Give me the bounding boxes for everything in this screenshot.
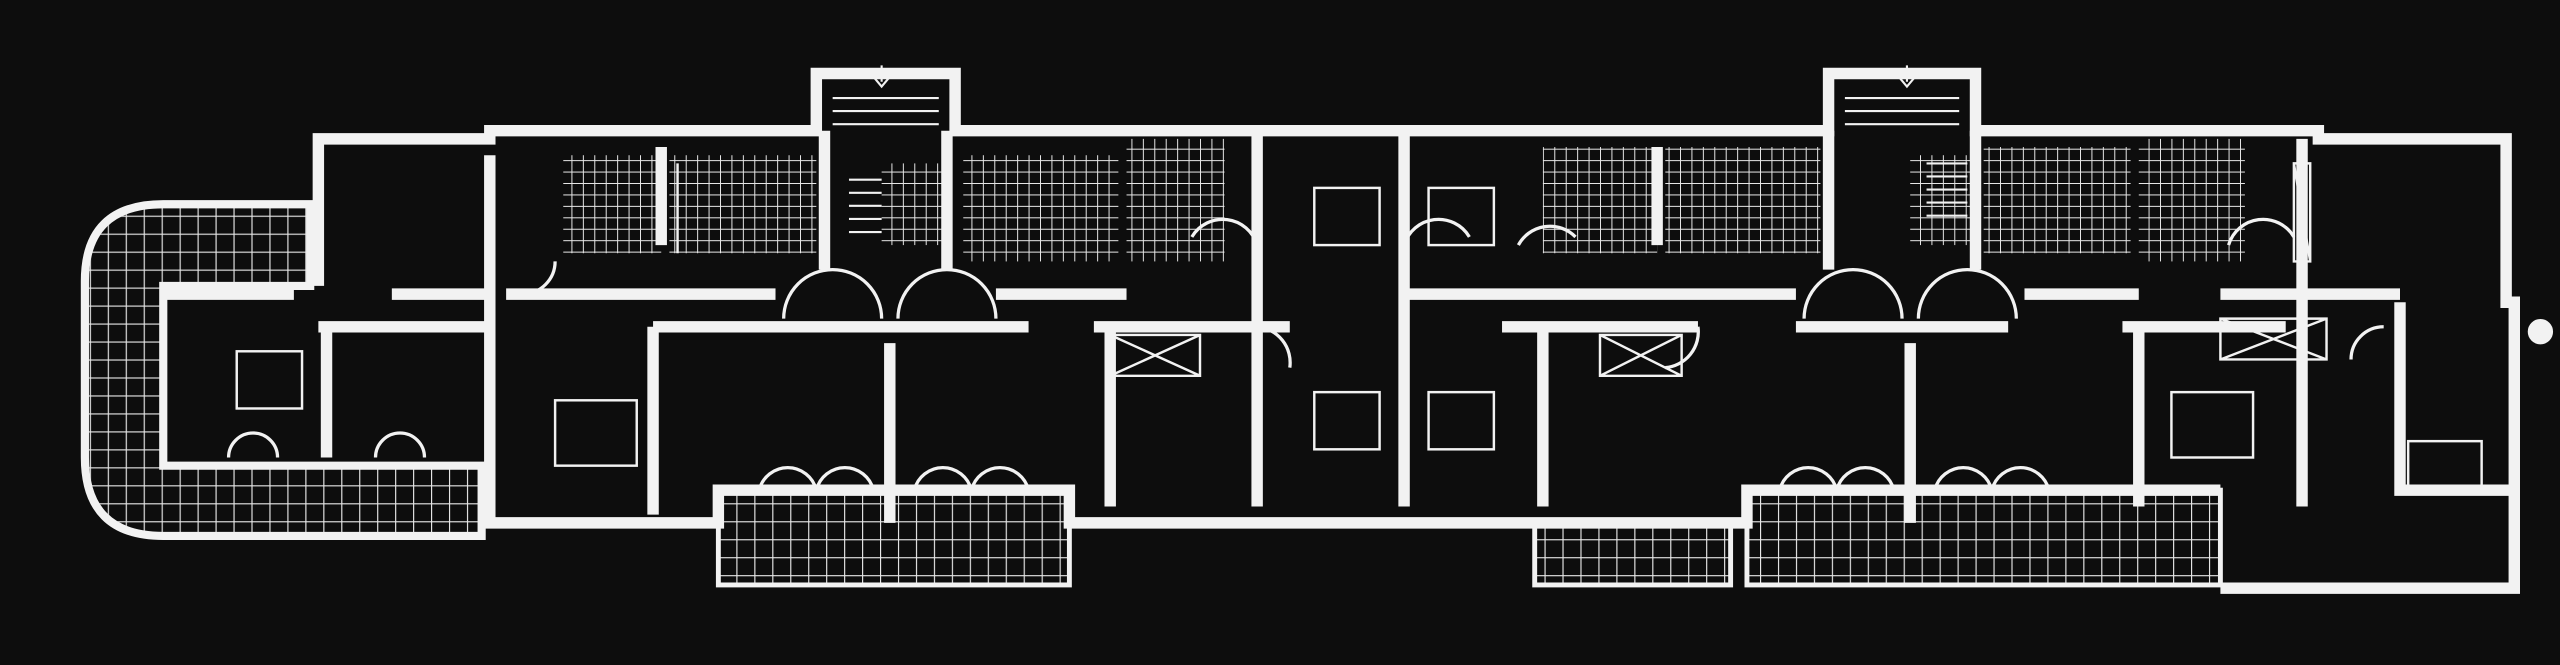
bed	[553, 399, 638, 467]
bathroom	[1542, 147, 1658, 254]
bed	[1427, 186, 1496, 247]
walls	[163, 67, 2520, 594]
kitchen	[1665, 147, 1821, 254]
stair-landing	[881, 163, 947, 246]
bed	[1313, 390, 1381, 451]
bathroom	[1983, 147, 2131, 254]
wet-rooms	[563, 138, 2245, 262]
kitchen	[1126, 138, 1225, 262]
exterior-wall-south	[481, 484, 2221, 529]
staircase-left	[832, 96, 939, 234]
balcony-terrace-2	[1532, 520, 1734, 588]
exterior-wall-north	[312, 67, 2520, 594]
door-swings	[226, 217, 2384, 491]
bed	[1313, 186, 1381, 247]
terrace-doors	[226, 431, 2051, 491]
stair-landing	[1910, 155, 1976, 246]
entrance-door-right	[1802, 268, 2018, 319]
entrance-door-left	[782, 268, 998, 319]
left-rounded-terrace	[80, 200, 486, 541]
kitchen	[669, 155, 817, 254]
bed	[1427, 390, 1496, 451]
staircase-right	[1844, 96, 1968, 217]
bed	[2406, 439, 2483, 492]
balcony-terrace-3	[1744, 487, 2223, 588]
bed	[235, 350, 304, 410]
furniture	[235, 162, 2554, 492]
wardrobes	[676, 162, 2328, 378]
bathroom	[563, 155, 662, 254]
kitchen	[2138, 138, 2245, 262]
partition-walls	[320, 130, 2308, 523]
bathroom	[963, 155, 1119, 262]
bed	[2170, 390, 2255, 459]
window-bay-icon	[2527, 319, 2554, 345]
room-doors	[522, 217, 2384, 370]
entry-arrow-icon	[872, 65, 1916, 89]
staircases	[832, 65, 1968, 234]
